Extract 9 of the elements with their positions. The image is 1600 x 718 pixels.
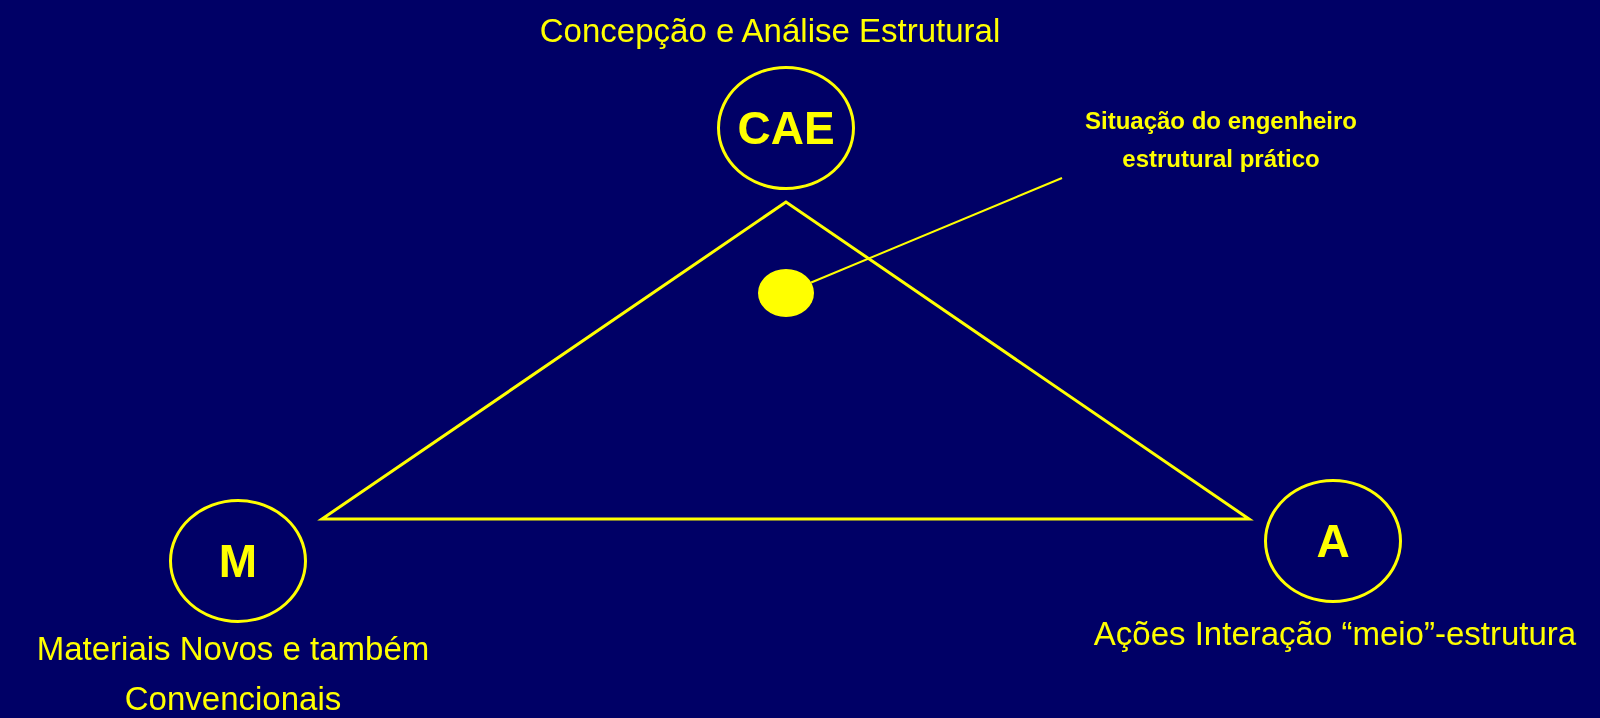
node-caption: Concepção e Análise Estrutural — [538, 11, 1002, 51]
circle-node: M — [169, 499, 307, 623]
node-caption: Materiais Novos e também Convencionais — [35, 629, 431, 718]
dot-marker — [758, 269, 814, 317]
leader-line — [810, 177, 1063, 284]
circle-node: A — [1264, 479, 1402, 603]
callout-text: Situação do engenheiro estrutural prático — [1040, 102, 1402, 178]
node-caption: Ações Interação “meio”-estrutura — [1092, 614, 1578, 654]
circle-node: CAE — [717, 66, 855, 190]
